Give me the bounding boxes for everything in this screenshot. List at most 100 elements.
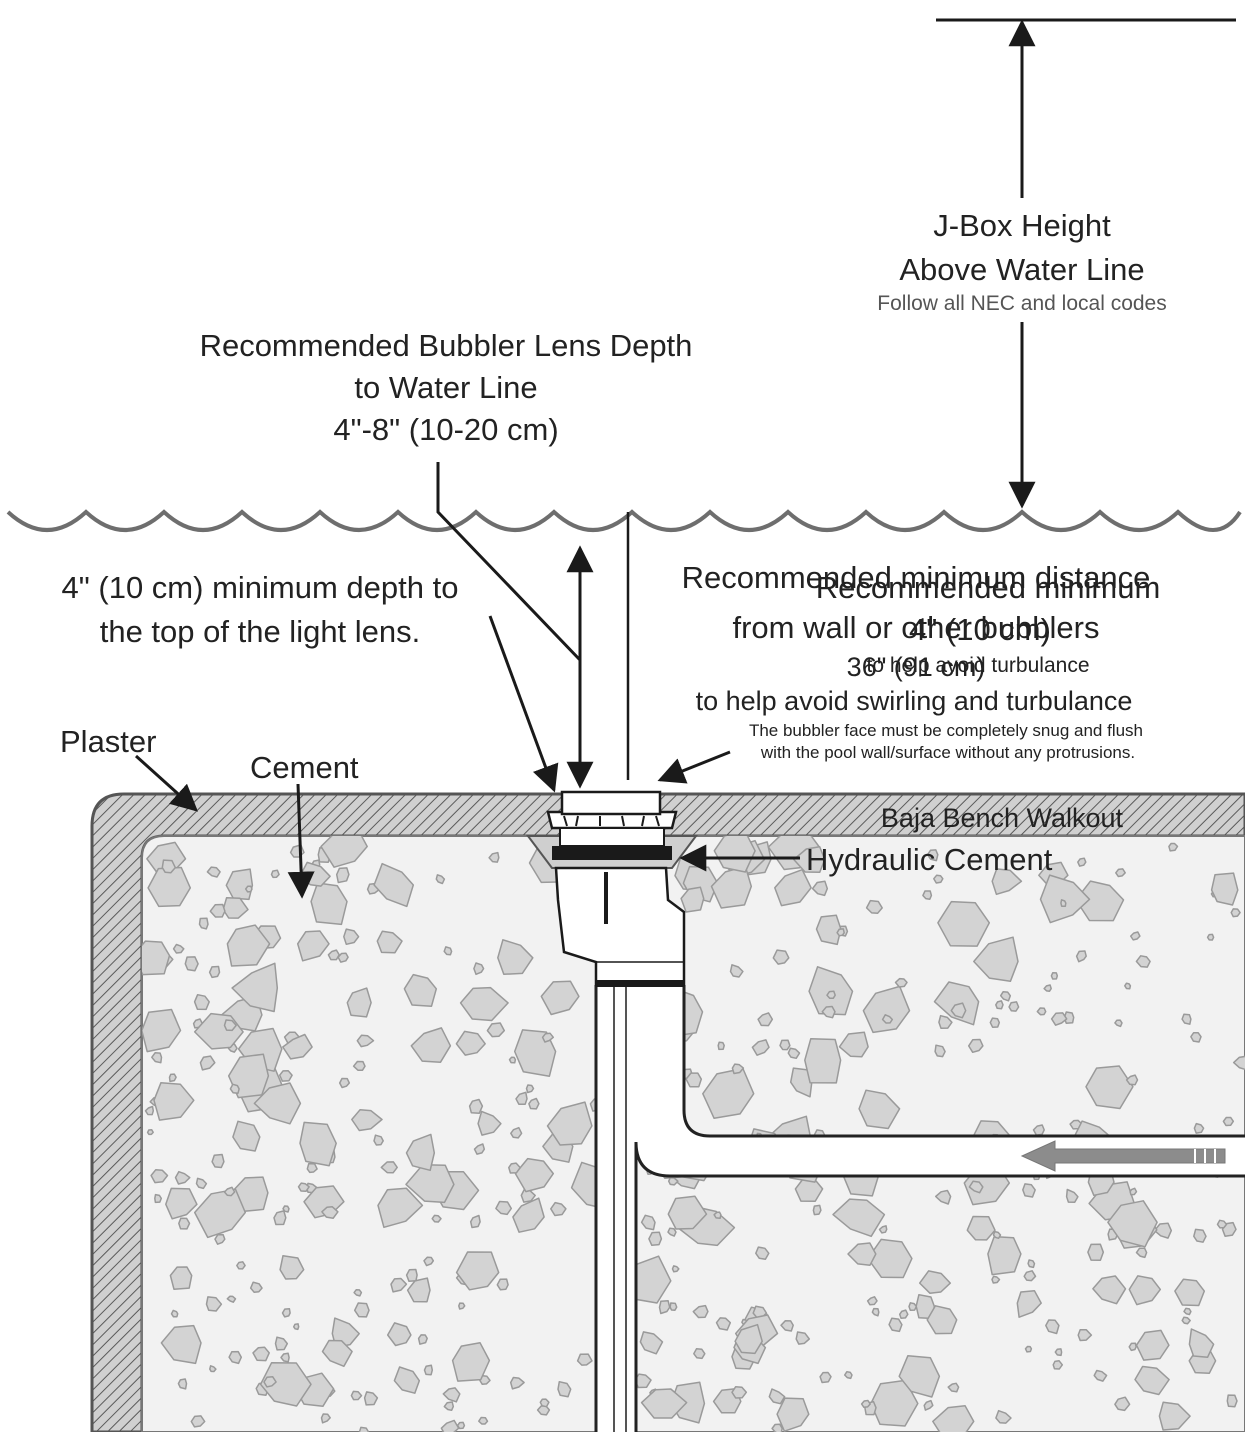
aggregate-stone [648,1231,663,1247]
aggregate-stone [455,1251,500,1291]
aggregate-stone [693,1348,706,1360]
aggregate-stone [168,1073,177,1083]
aggregate-stone [1087,1243,1105,1262]
aggregate-stone [667,1177,679,1186]
aggregate-stone [410,1027,452,1063]
aggregate-stone [1216,1219,1228,1229]
aggregate-stone [405,1268,418,1283]
aggregate-stone [1022,1183,1036,1198]
aggregate-stone [639,1331,664,1355]
aggregate-stone [1115,868,1126,878]
aggregate-stone [282,1205,290,1213]
aggregate-stone [731,1063,745,1075]
aggregate-stone [144,1105,155,1116]
aggregate-stone [995,1409,1012,1424]
aggregate-stone [546,1101,593,1146]
aggregate-stone [1128,1342,1137,1352]
aggregate-stone [281,1307,291,1318]
aggregate-stone [514,1157,555,1193]
aggregate-stone [1077,857,1087,867]
aggregate-stone [512,1197,545,1233]
aggregate-stone [968,1180,984,1194]
aggregate-stone [1039,874,1091,924]
aggregate-stone [279,1254,305,1280]
aggregate-stone [282,1033,313,1060]
aggregate-stone [1174,1278,1206,1307]
aggregate-stone [1045,1319,1060,1335]
aggregate-stone [1210,872,1239,906]
aggregate-stone [151,1052,163,1064]
aggregate-stone [459,986,509,1022]
aggregate-stone [270,869,280,879]
aggregate-stone [667,1195,708,1230]
aggregate-stone [1043,984,1052,992]
aggregate-stone [1230,908,1241,918]
aggregate-stone [338,1077,351,1089]
aggregate-stone [821,1005,836,1019]
aggregate-stone [995,1000,1004,1010]
aggregate-stone [343,928,360,946]
aggregate-stone [871,1307,880,1317]
aggregate-stone [926,849,939,862]
aggregate-stone [1193,1228,1207,1243]
aggregate-stone [1193,1122,1205,1134]
aggregate-stone [515,1091,528,1106]
aggregate-stone [174,1170,191,1185]
aggregate-stone [933,874,944,884]
flush-note-arrow [657,750,731,784]
aggregate-stone [358,1426,370,1432]
aggregate-stone [205,1296,223,1312]
aggregate-stone [263,1376,277,1388]
aggregate-stone [249,1281,263,1294]
aggregate-stone [771,1423,783,1432]
distance-line2: from wall or other bubblers [733,610,1100,645]
aggregate-stone [310,882,348,926]
aggregate-stone [496,1278,509,1291]
aggregate-stone [1181,1013,1192,1025]
aggregate-stone [142,1008,182,1053]
aggregate-stone [193,1188,247,1239]
aggregate-stone [843,1370,853,1380]
aggregate-stone [509,1376,525,1390]
aggregate-stone [973,936,1019,983]
aggregate-stone [755,1246,770,1261]
aggregate-stone [1125,1074,1139,1086]
aggregate-stone [456,1421,466,1430]
aggregate-stone [223,1186,236,1197]
aggregate-stone [541,1032,555,1043]
aggregate-stone [934,1189,952,1205]
aggregate-stone [331,1317,360,1348]
aggregate-stone [680,886,705,913]
aggregate-stone [640,1214,656,1231]
aggregate-stone [926,1305,958,1335]
aggregate-stone [1107,1200,1158,1248]
aggregate-stone [751,1039,770,1056]
aggregate-stone [153,1082,195,1121]
aggregate-stone [1222,1116,1235,1127]
aggregate-stone [142,940,171,976]
aggregate-stone [1134,1365,1170,1396]
aggregate-stone [776,1397,810,1432]
aggregate-stone [405,1133,436,1172]
aggregate-stone [934,1044,946,1058]
aggregate-stone [1128,1275,1162,1306]
aggregate-stone [495,1200,513,1216]
aggregate-stone [881,1014,894,1024]
aggregate-stone [1206,933,1215,941]
aggregate-stone [671,1265,680,1273]
min-depth-arrow [488,615,559,793]
supply-pipe [594,985,1245,1432]
aggregate-stone [209,1365,217,1373]
aggregate-stone [1054,1348,1063,1357]
aggregate-stone [1050,1012,1068,1026]
aggregate-stone [557,1380,572,1398]
lens-depth-line3: 4"-8" (10-20 cm) [333,412,558,447]
aggregate-stone [1135,1329,1170,1361]
aggregate-stone [1135,1247,1148,1259]
aggregate-stone [510,1126,523,1139]
aggregate-stone [508,1056,517,1064]
aggregate-stone [169,1266,193,1291]
aggregate-stone [198,917,209,930]
